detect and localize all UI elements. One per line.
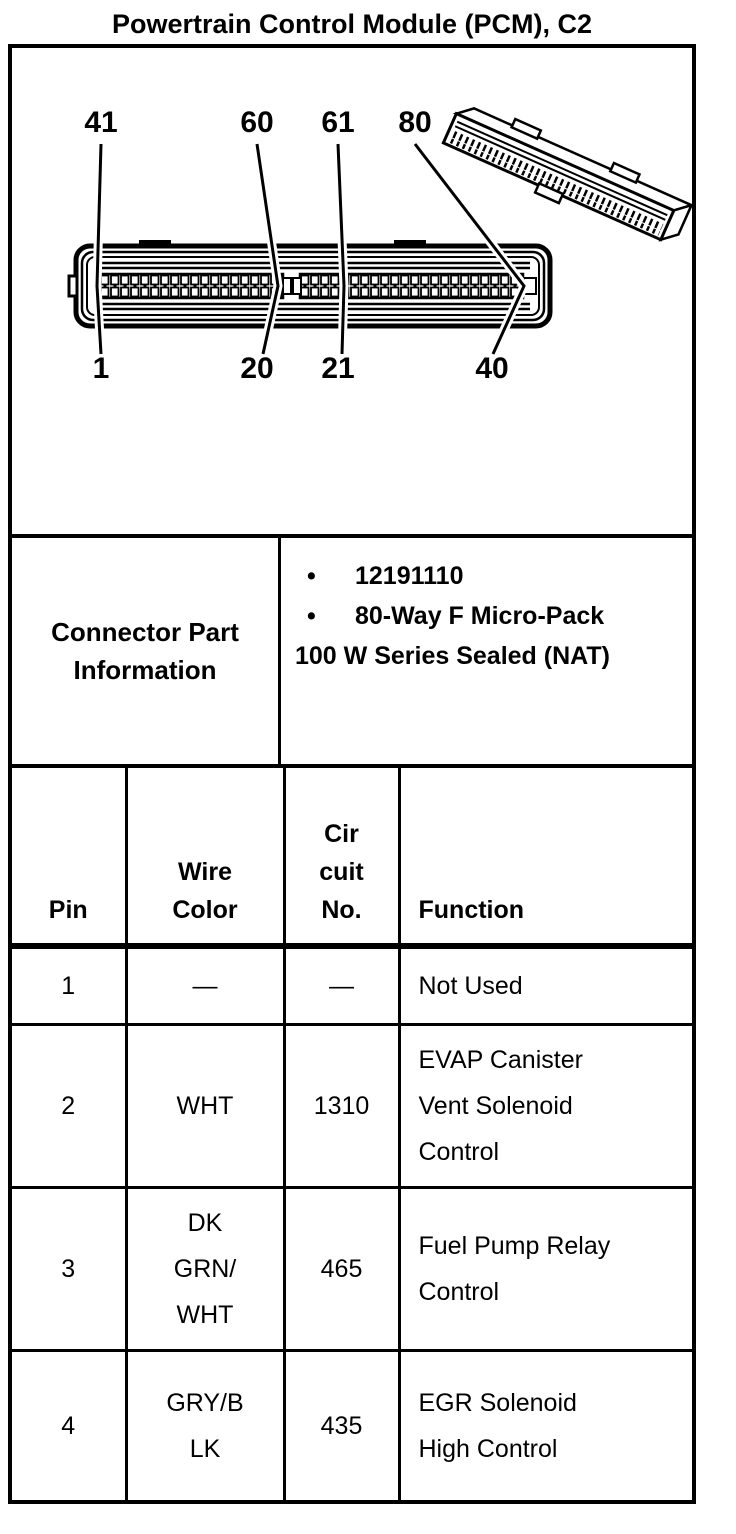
part-number-item: • 12191110 — [295, 556, 680, 596]
wire-color-cell: GRY/B LK — [124, 1348, 286, 1500]
circuit-cell: 435 — [282, 1348, 401, 1500]
connector-part-info-label: Connector Part Information — [51, 617, 239, 685]
function-cell: Not Used — [397, 944, 692, 1026]
table-row: 1 — — Not Used — [12, 944, 692, 1026]
pin-label-61: 61 — [321, 106, 354, 139]
pin-cell: 2 — [12, 1022, 128, 1189]
column-header-wire-color: Wire Color — [124, 768, 286, 949]
function-cell: Fuel Pump Relay Control — [397, 1185, 692, 1352]
pin-label-21: 21 — [321, 352, 354, 385]
connector-figure-frame: 41 60 61 80 1 20 21 40 Connector Part In… — [8, 44, 696, 1504]
connector-type-continuation: 100 W Series Sealed (NAT) — [295, 642, 610, 670]
function-cell: EVAP Canister Vent Solenoid Control — [397, 1022, 692, 1189]
circuit-cell: 465 — [282, 1185, 401, 1352]
pin-bank-right — [298, 272, 525, 300]
pin-cell: 4 — [12, 1348, 128, 1500]
table-header-row: Pin Wire Color Cir cuit No. Function — [12, 768, 692, 949]
function-cell: EGR Solenoid High Control — [397, 1348, 692, 1500]
pin-label-1: 1 — [93, 352, 110, 385]
connector-type-item: • 80-Way F Micro-Pack — [295, 596, 680, 636]
leader-lines — [92, 141, 530, 356]
pin-label-60: 60 — [240, 106, 273, 139]
pin-label-40: 40 — [475, 352, 508, 385]
table-row: 3 DK GRN/ WHT 465 Fuel Pump Relay Contro… — [12, 1185, 692, 1352]
connector-front-view — [67, 240, 553, 329]
bullet-icon: • — [307, 562, 316, 590]
column-header-pin: Pin — [12, 768, 128, 949]
circuit-cell: — — [282, 944, 401, 1026]
connector-type: 80-Way F Micro-Pack — [355, 602, 605, 630]
wire-color-cell: — — [124, 944, 286, 1026]
pin-cell: 3 — [12, 1185, 128, 1352]
connector-3d-view-icon — [441, 107, 692, 242]
connector-part-number: 12191110 — [355, 562, 464, 590]
leader-line-61-21 — [336, 143, 346, 355]
pin-label-20: 20 — [240, 352, 273, 385]
leader-line-60-20 — [255, 143, 280, 355]
wire-color-cell: WHT — [124, 1022, 286, 1189]
wire-color-cell: DK GRN/ WHT — [124, 1185, 286, 1352]
column-header-circuit-no: Cir cuit No. — [282, 768, 401, 949]
pin-callout-labels: 41 60 61 80 1 20 21 40 — [84, 106, 508, 385]
leader-line-41-1 — [95, 143, 103, 355]
leader-line-80-40 — [413, 143, 526, 355]
bullet-icon: • — [307, 602, 316, 630]
pin-bank-left — [98, 272, 285, 300]
pin-label-80: 80 — [398, 106, 431, 139]
connector-diagram: 41 60 61 80 1 20 21 40 — [67, 106, 692, 385]
table-row: 2 WHT 1310 EVAP Canister Vent Solenoid C… — [12, 1022, 692, 1189]
connector-diagram-section: 41 60 61 80 1 20 21 40 — [12, 48, 692, 538]
pin-label-41: 41 — [84, 106, 117, 139]
pinout-table: Pin Wire Color Cir cuit No. Function 1 —… — [12, 768, 692, 1500]
page-title: Powertrain Control Module (PCM), C2 — [111, 9, 592, 39]
connector-part-info-value-cell: • 12191110 • 80-Way F Micro-Pack 100 W S… — [281, 538, 692, 764]
pin-cell: 1 — [12, 944, 128, 1026]
connector-part-info-header-cell: Connector Part Information — [12, 538, 281, 764]
column-header-function: Function — [397, 768, 692, 949]
connector-part-info-section: Connector Part Information • 12191110 • … — [12, 538, 692, 768]
table-row: 4 GRY/B LK 435 EGR Solenoid High Control — [12, 1348, 692, 1500]
circuit-cell: 1310 — [282, 1022, 401, 1189]
